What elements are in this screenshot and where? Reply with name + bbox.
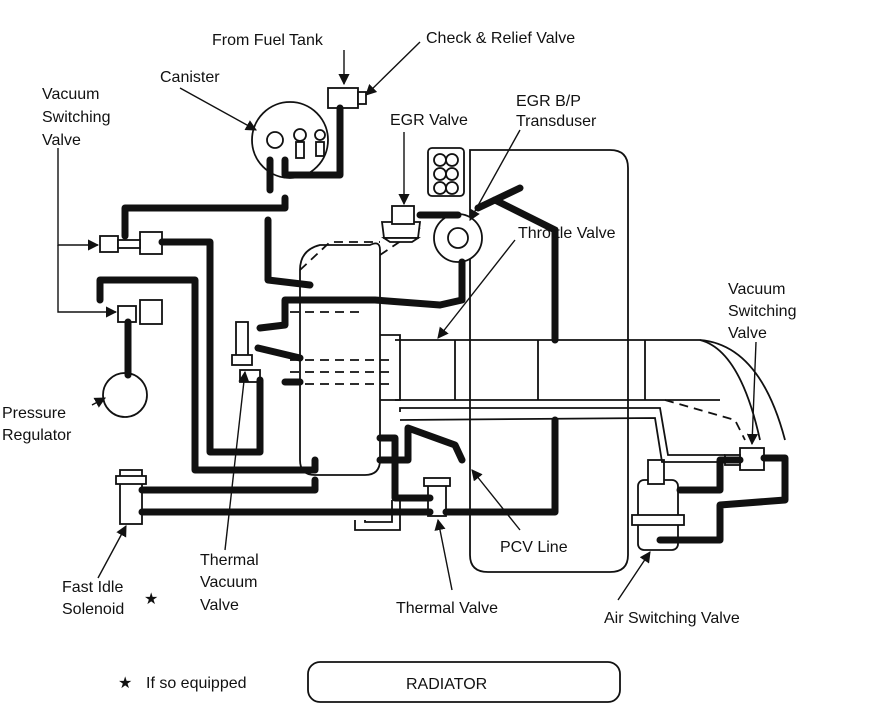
throttle-body-stack (427, 147, 465, 197)
leader-lines (57, 41, 758, 601)
thermal-vacuum-valve (231, 321, 261, 383)
connector-pipes (354, 407, 725, 531)
label-thermal-valve: Thermal Valve (396, 600, 498, 617)
fast-idle-solenoid (115, 469, 147, 525)
air-switching-valve-body (631, 459, 685, 551)
fast-idle-star-icon: ★ (144, 591, 158, 608)
label-egr-bp-2: Transduser (516, 113, 597, 130)
label-radiator: RADIATOR (406, 676, 487, 693)
label-canister: Canister (160, 69, 220, 86)
egr-valve (380, 205, 422, 243)
label-footnote: If so equipped (146, 675, 247, 692)
label-vsv-left-3: Valve (42, 132, 81, 149)
check-relief-valve (327, 87, 367, 109)
label-check-relief-valve: Check & Relief Valve (426, 30, 575, 47)
label-fast-idle-2: Solenoid (62, 601, 124, 618)
egr-bp-transduser (433, 213, 483, 263)
label-from-fuel-tank: From Fuel Tank (212, 32, 324, 49)
label-thermal-vacuum-1: Thermal (200, 552, 259, 569)
label-egr-bp-1: EGR B/P (516, 93, 581, 110)
label-thermal-vacuum-2: Vacuum (200, 574, 258, 591)
radiator-box (307, 661, 621, 703)
pressure-regulator (102, 372, 148, 418)
label-vsv-right-2: Switching (728, 303, 796, 320)
label-pressure-regulator-2: Regulator (2, 427, 72, 444)
air-cleaner-outline (469, 149, 629, 573)
label-air-switching-valve: Air Switching Valve (604, 610, 740, 627)
canister (251, 101, 329, 179)
label-pcv-line: PCV Line (500, 539, 568, 556)
label-egr-valve: EGR Valve (390, 112, 468, 129)
footnote-star-icon: ★ (118, 675, 132, 692)
label-throttle-valve: Throttle Valve (518, 225, 616, 242)
label-fast-idle-1: Fast Idle (62, 579, 123, 596)
label-thermal-vacuum-3: Valve (200, 597, 239, 614)
label-vsv-right-3: Valve (728, 325, 767, 342)
vacuum-hoses (96, 104, 789, 544)
label-pressure-regulator-1: Pressure (2, 405, 66, 422)
intake-duct (395, 339, 786, 441)
left-vacuum-switching-valve (99, 231, 163, 325)
label-vsv-left-1: Vacuum (42, 86, 100, 103)
label-vsv-left-2: Switching (42, 109, 110, 126)
label-vsv-right-1: Vacuum (728, 281, 786, 298)
